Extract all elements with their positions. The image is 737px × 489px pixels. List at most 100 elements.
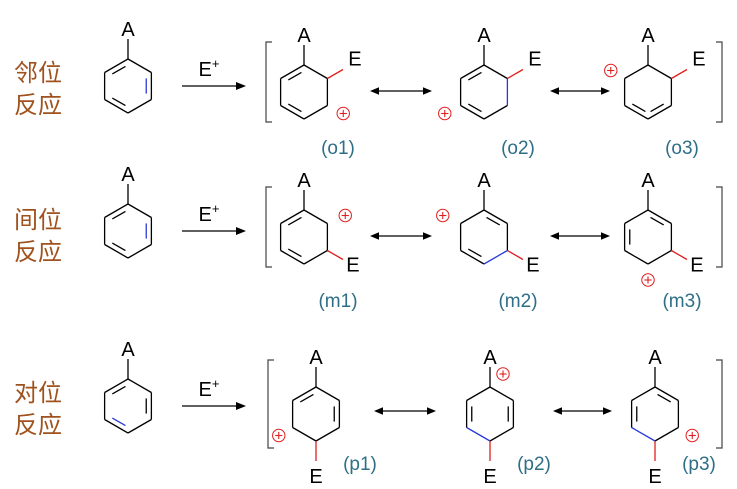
- reaction-arrow-para: E+: [182, 376, 246, 410]
- row-label-ortho: 邻位 反应: [14, 57, 74, 121]
- carbocation-charge: [604, 63, 618, 78]
- ring-bond: [631, 386, 656, 402]
- ring-bond: [647, 64, 672, 80]
- electrophile-atom: E: [348, 49, 361, 71]
- starting-benzene-para: A: [103, 339, 153, 434]
- electrophile-atom: E: [690, 255, 703, 277]
- resonance-arrow-head-right: [423, 232, 432, 240]
- inner-double-bond: [111, 65, 126, 75]
- sigma-complex-meta-1: AE: [279, 170, 360, 277]
- row-label-ortho-line1: 邻位: [14, 59, 62, 87]
- resonance-arrow-head-right: [603, 407, 612, 415]
- charge-circle: [336, 106, 350, 121]
- ring-bond: [127, 378, 152, 394]
- electrophile-bond: [671, 249, 688, 261]
- substituent-atom: A: [641, 170, 655, 192]
- reaction-arrow-meta: E+: [182, 201, 246, 235]
- inner-double-bond: [467, 71, 482, 81]
- reagent-label: E+: [199, 56, 220, 81]
- ring-bond: [280, 249, 305, 265]
- ring-bond: [647, 249, 672, 265]
- substituent-atom: A: [297, 170, 311, 192]
- inner-double-bond: [287, 71, 302, 81]
- structure-label-ortho-2: (o2): [501, 138, 535, 159]
- starting-benzene-meta: A: [103, 164, 153, 259]
- sigma-complex-para-1: AE: [272, 347, 341, 488]
- sigma-complex-meta-2: AE: [436, 170, 540, 277]
- charge-circle: [604, 63, 618, 78]
- carbocation-charge: [641, 273, 655, 287]
- structure-label-meta-2: (m2): [498, 291, 537, 312]
- inner-double-bond: [631, 103, 646, 113]
- ring-bond: [624, 104, 649, 120]
- resonance-arrow-head-right: [427, 407, 436, 415]
- electrophile-atom: E: [692, 49, 705, 71]
- inner-double-bond: [111, 97, 126, 107]
- sigma-complex-meta-3: AE: [623, 170, 704, 287]
- inner-double-bond: [287, 216, 302, 226]
- electrophile-atom: E: [346, 255, 359, 277]
- structure-label-meta-1: (m1): [318, 291, 357, 312]
- ring-bond: [460, 64, 485, 80]
- carbocation-charge: [496, 367, 510, 381]
- ring-bond: [654, 386, 679, 402]
- reagent-label: E+: [199, 376, 220, 401]
- sigma-complex-para-3: AE: [630, 347, 699, 488]
- row-label-para: 对位 反应: [14, 377, 74, 441]
- inner-double-bond: [467, 103, 482, 113]
- ring-bond: [460, 104, 485, 120]
- resonance-arrow-head-left: [553, 407, 562, 415]
- inner-double-bond: [299, 393, 314, 403]
- substituent-atom: A: [121, 19, 135, 41]
- ring-bond: [292, 426, 317, 442]
- ring-bond: [303, 104, 328, 120]
- charge-circle: [496, 367, 510, 381]
- ring-bond: [483, 249, 508, 265]
- ring-bond: [489, 386, 514, 402]
- substituent-atom: A: [121, 339, 135, 361]
- ring-bond: [624, 209, 649, 225]
- reaction-arrow-ortho: E+: [182, 56, 246, 90]
- ring-bond: [104, 58, 129, 74]
- ring-bond: [303, 249, 328, 265]
- resonance-arrow-head-right: [423, 87, 432, 95]
- right-bracket-ortho: [716, 41, 723, 123]
- structure-label-para-1: (p1): [343, 454, 377, 475]
- resonance-arrow-meta-1: [370, 232, 432, 240]
- substituent-atom: A: [121, 164, 135, 186]
- resonance-arrow-head-right: [601, 232, 610, 240]
- reaction-arrow-head: [236, 82, 246, 90]
- electrophile-bond: [507, 68, 524, 80]
- ring-bond: [647, 104, 672, 120]
- structure-label-ortho-1: (o1): [321, 138, 355, 159]
- carbocation-charge: [685, 428, 699, 443]
- charge-circle: [438, 106, 452, 121]
- carbocation-charge: [438, 106, 452, 121]
- structure-label-meta-3: (m3): [662, 291, 701, 312]
- charge-circle: [338, 208, 352, 223]
- row-label-para-line2: 反应: [14, 411, 62, 439]
- carbocation-charge: [336, 106, 350, 121]
- resonance-arrow-head-right: [601, 87, 610, 95]
- ring-bond: [280, 209, 305, 225]
- ring-bond: [647, 209, 672, 225]
- carbocation-charge: [338, 208, 352, 223]
- ring-bond: [104, 418, 129, 434]
- resonance-arrow-ortho-2: [550, 87, 610, 95]
- structure-label-para-3: (p3): [682, 454, 716, 475]
- sigma-complex-ortho-3: AE: [604, 25, 706, 120]
- ring-bond: [466, 386, 491, 402]
- inner-double-bond: [111, 242, 126, 252]
- ring-bond: [654, 426, 679, 442]
- ring-bond: [303, 209, 328, 225]
- ring-bond: [280, 104, 305, 120]
- substituent-atom: A: [309, 347, 323, 369]
- inner-double-bond: [650, 103, 665, 113]
- charge-circle: [272, 428, 286, 443]
- reagent-charge: +: [212, 56, 220, 71]
- ring-bond: [483, 104, 508, 120]
- ring-bond: [127, 58, 152, 74]
- charge-circle: [685, 428, 699, 443]
- substituent-atom: A: [483, 347, 497, 369]
- ring-bond: [104, 243, 129, 259]
